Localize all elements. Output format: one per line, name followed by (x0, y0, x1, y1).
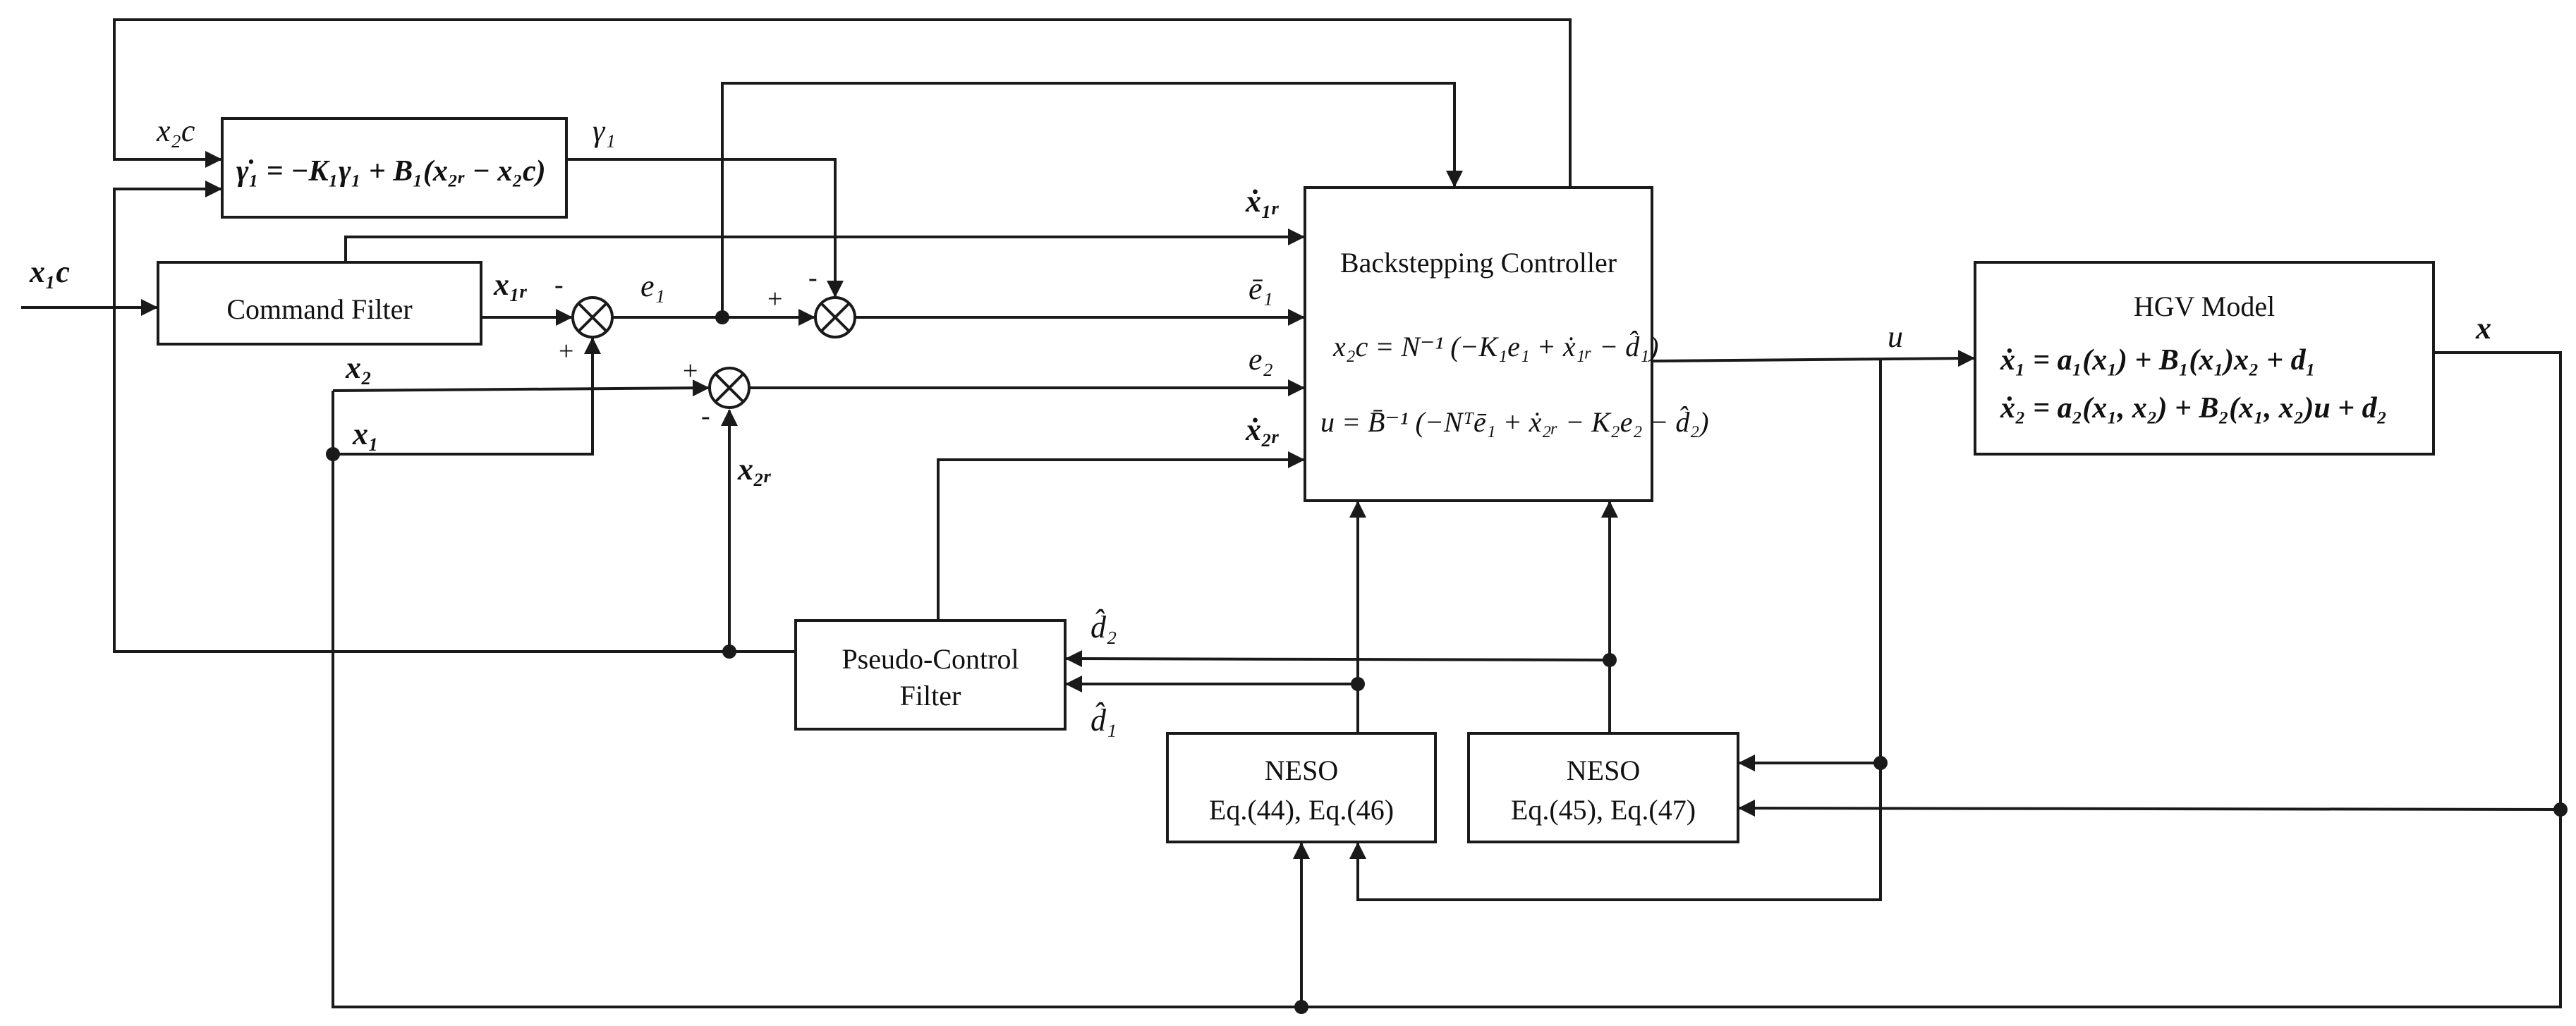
junction-dots (326, 310, 2568, 1014)
sign-sum2-minus: - (808, 263, 818, 293)
label-e2: e₂ (1248, 342, 1273, 377)
svg-text:γ̇₁ = −K₁γ₁ + B₁(x₂ᵣ − x₂c): γ̇₁ = −K₁γ₁ + B₁(x₂ᵣ − x₂c) (236, 155, 546, 188)
svg-text:Backstepping Controller: Backstepping Controller (1340, 247, 1617, 279)
label-x-output: x (2475, 311, 2491, 346)
pseudo-control-filter-block: Pseudo-Control Filter (794, 619, 1067, 731)
label-d2-hat: d̂₂ (1090, 609, 1117, 645)
label-u: u (1888, 319, 1903, 354)
backstepping-controller-block: Backstepping Controller x₂c = N⁻¹ (−K₁e₁… (1304, 186, 1709, 502)
svg-text:x₂c = N⁻¹ (−K₁e₁ + ẋ₁ᵣ − d̂₁): x₂c = N⁻¹ (−K₁e₁ + ẋ₁ᵣ − d̂₁) (1332, 331, 1658, 362)
svg-text:Pseudo-Control: Pseudo-Control (842, 643, 1019, 675)
label-x2r-dot: ẋ₂ᵣ (1245, 413, 1279, 447)
svg-text:NESO: NESO (1567, 755, 1640, 786)
hgv-model-block: HGV Model ẋ₁ = a₁(x₁) + B₁(x₁)x₂ + d₁ ẋ₂… (1974, 261, 2435, 456)
svg-text:u = B̄⁻¹ (−Nᵀē₁ + ẋ₂ᵣ − K₂e₂ −: u = B̄⁻¹ (−Nᵀē₁ + ẋ₂ᵣ − K₂e₂ − d̂₂) (1320, 406, 1709, 438)
label-x2: x₂ (345, 350, 372, 385)
summing-junction-3 (708, 367, 751, 409)
label-x1: x₁ (352, 417, 379, 451)
gamma-filter-block: γ̇₁ = −K₁γ₁ + B₁(x₂ᵣ − x₂c) (221, 117, 568, 219)
label-x2r: x₂ᵣ (737, 452, 771, 487)
label-e1-bar: ē₁ (1248, 271, 1273, 306)
label-gamma1: γ₁ (593, 114, 616, 148)
neso-block-1: NESO Eq.(44), Eq.(46) (1166, 732, 1437, 843)
svg-text:NESO: NESO (1265, 755, 1338, 786)
svg-text:HGV Model: HGV Model (2134, 291, 2275, 322)
svg-text:ẋ₁ = a₁(x₁) + B₁(x₁)x₂ + d₁: ẋ₁ = a₁(x₁) + B₁(x₁)x₂ + d₁ (2000, 344, 2316, 377)
sign-sum1-plus: + (559, 336, 573, 366)
label-d1-hat: d̂₁ (1090, 702, 1117, 738)
svg-text:Eq.(44), Eq.(46): Eq.(44), Eq.(46) (1209, 794, 1394, 826)
svg-text:Command Filter: Command Filter (226, 293, 412, 325)
label-e1: e₁ (640, 269, 665, 303)
summing-junction-1 (571, 296, 614, 338)
label-x1c: x₁c (29, 255, 70, 289)
command-filter-block: Command Filter (157, 261, 482, 346)
svg-text:Eq.(45), Eq.(47): Eq.(45), Eq.(47) (1511, 794, 1696, 826)
sign-sum3-minus: - (701, 401, 710, 431)
summing-junction-2 (814, 296, 856, 338)
svg-text:ẋ₂ = a₂(x₁, x₂) + B₂(x₁, x₂)u: ẋ₂ = a₂(x₁, x₂) + B₂(x₁, x₂)u + d₂ (2000, 392, 2387, 425)
sign-sum1-minus: - (554, 270, 564, 300)
label-x1r: x₁ᵣ (493, 267, 527, 302)
sign-sum2-plus: + (767, 284, 782, 314)
svg-text:Filter: Filter (900, 680, 961, 712)
label-x1r-dot: ẋ₁ᵣ (1245, 184, 1279, 219)
sign-sum3-plus: + (683, 356, 698, 386)
neso-block-2: NESO Eq.(45), Eq.(47) (1467, 732, 1739, 843)
label-x2c: x₂c (156, 114, 195, 148)
